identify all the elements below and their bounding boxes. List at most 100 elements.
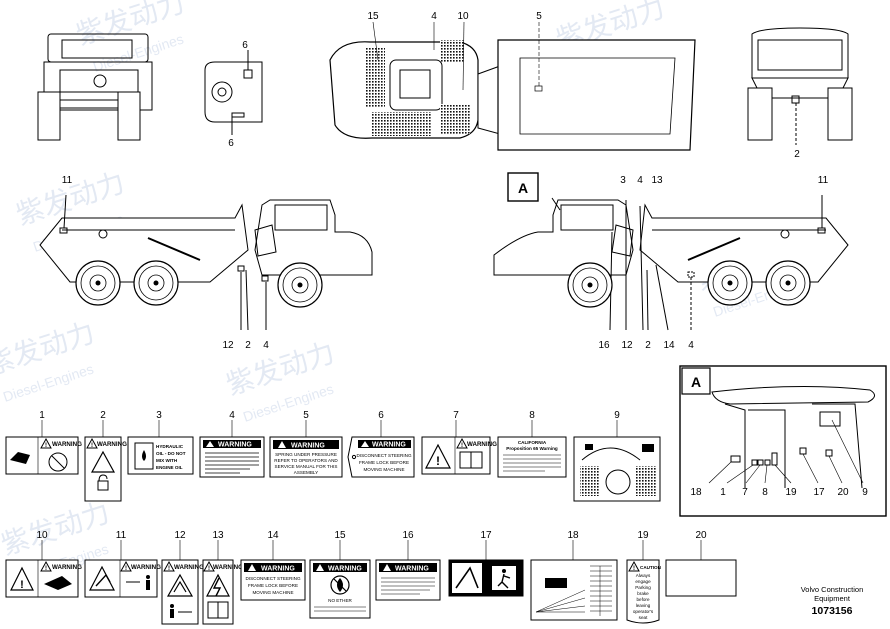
label-text: FRAME LOCK BEFORE: [359, 460, 409, 465]
label-text: SPRING UNDER PRESSURE: [275, 452, 337, 457]
label-14: WARNING DISCONNECT STEERING FRAME LOCK B…: [240, 540, 306, 601]
detail-a-marker: [507, 172, 539, 202]
callout-number: 20: [695, 530, 707, 541]
label-text: brake: [637, 591, 649, 596]
callout-number: 11: [116, 530, 127, 541]
label-6: WARNING DISCONNECT STEERING FRAME LOCK B…: [347, 420, 415, 478]
callout-number: 19: [637, 530, 649, 541]
label-text: Parking: [635, 585, 651, 590]
callout-number: 17: [480, 530, 492, 541]
callout-number: 5: [303, 410, 309, 421]
callout-number: 18: [567, 530, 579, 541]
label-15: WARNING NO ETHER: [309, 540, 371, 619]
callout-number: 4: [637, 175, 643, 186]
label-title: CAUTION: [640, 565, 662, 570]
label-text: MOVING MACHINE: [363, 467, 404, 472]
label-text: seat: [639, 615, 648, 620]
label-12: WARNING: [161, 540, 204, 625]
callout-number: 19: [785, 487, 797, 498]
label-text: Always: [636, 573, 651, 578]
callout-number: 2: [794, 149, 800, 160]
callout-number: 12: [174, 530, 186, 541]
label-9: [573, 420, 661, 502]
detail-six: [204, 50, 263, 135]
label-text: HYDRAULIC: [156, 444, 184, 449]
label-text: before: [636, 597, 649, 602]
callout-number: 4: [263, 340, 269, 351]
callout-number: 9: [614, 410, 620, 421]
label-title: WARNING: [213, 564, 243, 571]
callout-number: 14: [267, 530, 279, 541]
detail-letter: A: [518, 180, 528, 196]
label-title: WARNING: [328, 566, 362, 573]
label-title: WARNING: [218, 442, 252, 449]
label-text: NO ETHER: [328, 598, 352, 603]
label-text: DISCONNECT STEERING: [356, 453, 411, 458]
svg-text:!: !: [20, 579, 24, 591]
label-1: WARNING: [5, 420, 82, 475]
callout-number: 4: [431, 11, 437, 22]
label-13: WARNING: [202, 540, 243, 625]
svg-text:!: !: [436, 454, 440, 468]
label-text: FRAME LOCK BEFORE: [248, 583, 298, 588]
top-view: [329, 21, 696, 151]
label-20: [665, 540, 737, 597]
callout-number: 13: [651, 175, 663, 186]
callout-number: 10: [457, 11, 469, 22]
label-7: ! WARNING: [421, 420, 497, 475]
callout-number: 8: [762, 487, 768, 498]
callout-number: 1: [720, 487, 726, 498]
label-title: WARNING: [467, 441, 497, 448]
footer-company-2: Equipment: [814, 594, 851, 603]
label-18: [530, 540, 618, 621]
label-title: WARNING: [261, 566, 295, 573]
callout-number: 15: [367, 11, 379, 22]
callout-number: 16: [598, 340, 610, 351]
label-title: WARNING: [174, 564, 204, 571]
callout-number: 13: [212, 530, 224, 541]
label-title: WARNING: [97, 441, 127, 448]
label-text: ENGINE OIL: [156, 465, 183, 470]
label-title: WARNING: [52, 564, 82, 571]
callout-number: 2: [645, 340, 651, 351]
callout-number: 8: [529, 410, 535, 421]
label-title: WARNING: [131, 564, 161, 571]
label-text: DISCONNECT STEERING: [245, 576, 300, 581]
label-title: CALIFORNIA: [518, 440, 547, 445]
label-text: Proposition 65 Warning: [506, 446, 558, 451]
callout-number: 7: [453, 410, 459, 421]
label-5: WARNING SPRING UNDER PRESSURE REFER TO O…: [269, 420, 343, 478]
label-4: WARNING: [199, 420, 265, 478]
label-text: REFER TO OPERATORS AND: [274, 458, 338, 463]
rear-view: [747, 27, 853, 145]
part-number: 1073156: [812, 605, 853, 617]
detail-a-box: [679, 365, 887, 517]
callout-number: 1: [39, 410, 45, 421]
callout-number: 12: [222, 340, 234, 351]
callout-number: 7: [742, 487, 748, 498]
callout-number: 2: [245, 340, 251, 351]
callout-number: 12: [621, 340, 633, 351]
label-text: leaving: [636, 603, 651, 608]
label-text: SERVICE MANUAL FOR THIS: [275, 464, 338, 469]
callout-number: 18: [690, 487, 702, 498]
label-text: engage: [635, 579, 651, 584]
label-8: CALIFORNIA Proposition 65 Warning: [497, 420, 567, 478]
label-19: CAUTION Always engage Parking brake befo…: [626, 540, 662, 624]
detail-letter: A: [691, 374, 701, 390]
callout-number: 3: [620, 175, 626, 186]
callout-number: 17: [813, 487, 825, 498]
label-17: [448, 540, 524, 597]
callout-number: 20: [837, 487, 849, 498]
footer-company: Volvo Construction: [801, 585, 864, 594]
label-3: HYDRAULIC OIL - DO NOT MIX WITH ENGINE O…: [127, 420, 194, 475]
label-11: WARNING: [84, 540, 161, 598]
label-title: WARNING: [372, 442, 406, 449]
callout-number: 11: [62, 175, 73, 186]
label-text: operator's: [633, 609, 654, 614]
callout-number: 14: [663, 340, 675, 351]
callout-number: 10: [36, 530, 48, 541]
label-title: WARNING: [52, 441, 82, 448]
callout-number: 5: [536, 11, 542, 22]
